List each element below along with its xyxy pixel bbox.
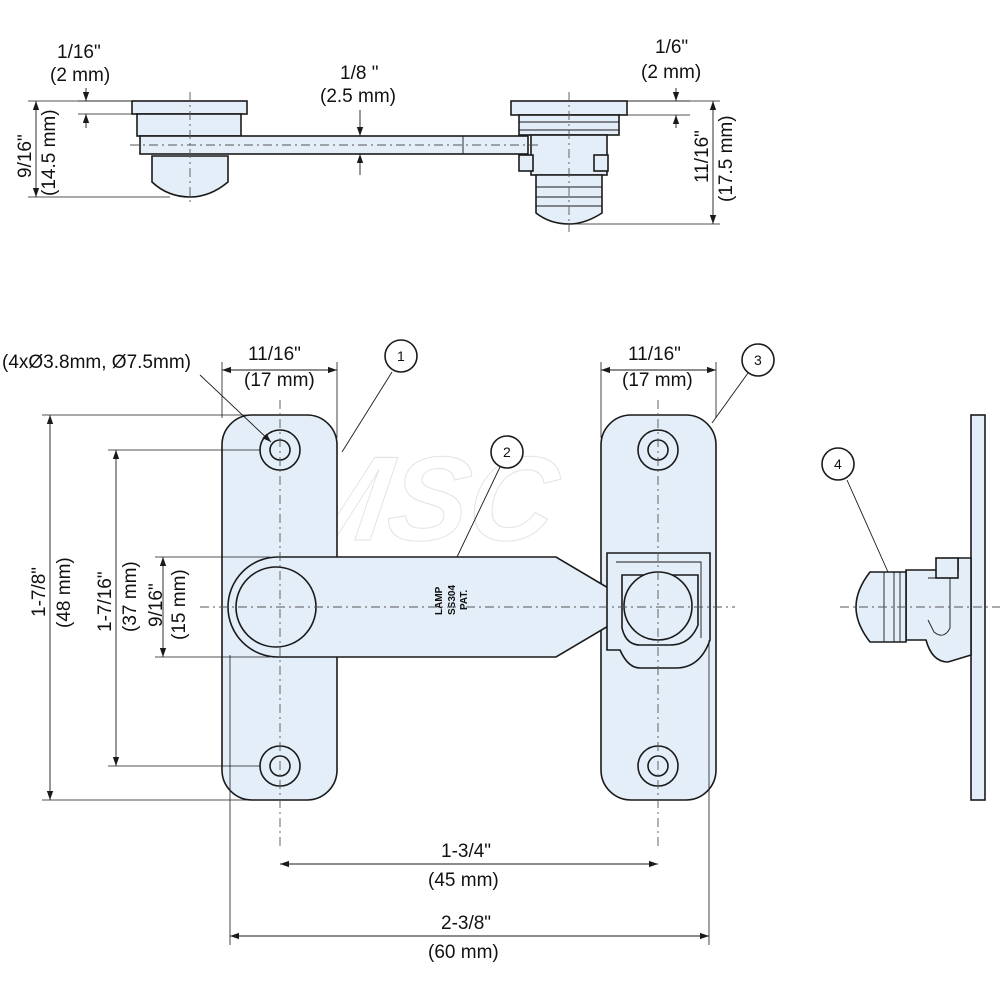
arm-width-inch: 9/16" xyxy=(146,583,167,627)
right-width-inch: 11/16" xyxy=(628,344,681,365)
top-left-flange-inch: 1/16" xyxy=(57,42,101,63)
callout-3-num: 3 xyxy=(754,352,762,368)
mounting-hole-top-right xyxy=(637,429,679,471)
left-width-inch: 11/16" xyxy=(248,344,301,365)
callout-2-num: 2 xyxy=(503,444,511,460)
callout-3 xyxy=(741,343,775,377)
top-bar-thickness-mm: (2.5 mm) xyxy=(320,86,396,107)
hole-spacing-mm: (37 mm) xyxy=(120,561,141,632)
top-left-flange-mm: (2 mm) xyxy=(50,65,110,86)
holes-note: (4xØ3.8mm, Ø7.5mm) xyxy=(2,352,191,373)
top-right-flange-mm: (2 mm) xyxy=(641,62,701,83)
right-width-mm: (17 mm) xyxy=(622,370,693,391)
callout-1 xyxy=(384,339,418,373)
overall-width-inch: 2-3/8" xyxy=(441,913,491,934)
callout-2 xyxy=(490,435,524,469)
marking-pat: PAT. xyxy=(459,590,470,610)
overall-width-mm: (60 mm) xyxy=(428,942,499,963)
swing-arm xyxy=(227,556,616,658)
top-view: 1/16" (2 mm) 1/8 " (2.5 mm) 1/6" (2 mm) … xyxy=(15,37,737,232)
callout-4-num: 4 xyxy=(834,456,842,472)
callout-1-num: 1 xyxy=(397,348,405,364)
side-plate xyxy=(970,414,986,801)
side-housing xyxy=(905,557,972,663)
front-view: LAMP SS304 PAT. 1 2 3 (4xØ3.8mm, Ø7.5mm)… xyxy=(2,339,775,963)
marking-code: SS304 xyxy=(447,585,458,615)
callout-4 xyxy=(821,447,855,481)
side-view: 4 xyxy=(821,414,1000,801)
center-distance-inch: 1-3/4" xyxy=(441,841,491,862)
top-left-flange xyxy=(131,100,248,115)
top-left-height-mm: (14.5 mm) xyxy=(39,109,60,196)
top-bar-thickness-inch: 1/8 " xyxy=(340,63,378,84)
arm-width-mm: (15 mm) xyxy=(169,569,190,640)
left-width-mm: (17 mm) xyxy=(244,370,315,391)
hole-spacing-inch: 1-7/16" xyxy=(95,571,116,632)
marking-brand: LAMP xyxy=(434,586,445,615)
part-marking: LAMP SS304 PAT. xyxy=(434,585,470,615)
top-right-height-mm: (17.5 mm) xyxy=(716,115,737,202)
total-height-inch: 1-7/8" xyxy=(29,567,50,617)
top-right-flange-inch: 1/6" xyxy=(655,37,688,58)
total-height-mm: (48 mm) xyxy=(54,557,75,628)
top-left-height-inch: 9/16" xyxy=(15,134,36,178)
center-distance-mm: (45 mm) xyxy=(428,870,499,891)
top-right-height-inch: 11/16" xyxy=(692,130,713,183)
top-left-base xyxy=(136,113,242,137)
